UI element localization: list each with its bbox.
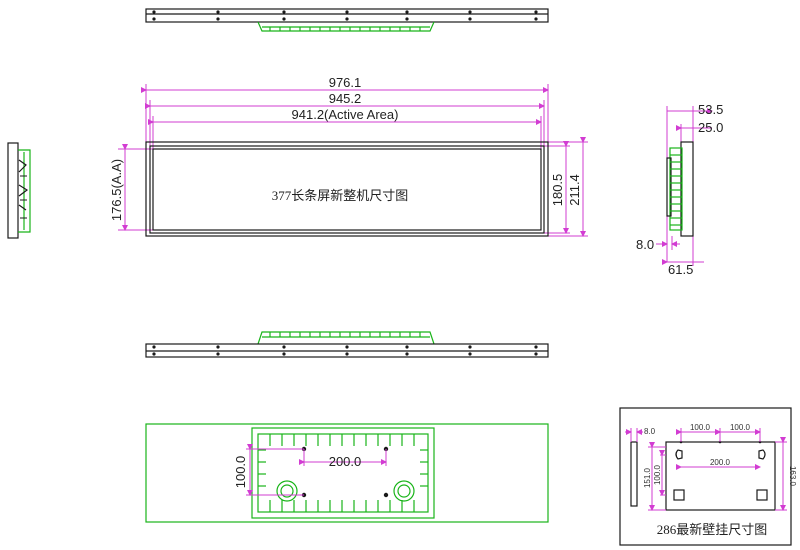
hole-spacing-h-label: 200.0 [329,454,362,469]
bezel-height-label: 180.5 [550,174,565,207]
depth-bottom-label: 61.5 [668,262,693,277]
bezel-width-label: 945.2 [329,91,362,106]
wall-mount-title: 286最新壁挂尺寸图 [657,522,768,537]
top-view [145,8,549,32]
mount-hole [383,492,389,498]
top-spacing-left-label: 100.0 [690,423,711,432]
bezel-thickness-label: 8.0 [636,237,654,252]
left-height-label: 151.0 [643,467,652,488]
right-side-view: 53.5 25.0 8.0 61.5 [636,102,723,277]
left-spacing-label: 100.0 [653,464,662,485]
speaker-left [276,480,298,502]
overall-width-label: 976.1 [329,75,362,90]
right-height-label: 163.0 [788,466,797,487]
body-depth-label: 25.0 [698,120,723,135]
left-side-view [7,142,31,239]
wall-thickness-label: 8.0 [644,427,656,436]
speaker-right [393,480,415,502]
top-spacing-right-label: 100.0 [730,423,751,432]
hole-spacing-v-label: 100.0 [233,456,248,489]
total-depth-label: 53.5 [698,102,723,117]
front-view-title: 377长条屏新整机尺寸图 [272,188,409,203]
rear-view: 200.0 100.0 [145,423,549,523]
overall-height-label: 211.4 [567,174,582,206]
active-height-label: 176.5(A.A) [109,159,124,221]
bottom-view [145,331,549,358]
wall-mount-inset: 8.0 100.0 100.0 200.0 15 [619,407,797,546]
front-view: 976.1 945.2 941.2(Active Area) 176.5(A.A… [109,75,588,237]
center-spacing-label: 200.0 [710,458,731,467]
active-width-label: 941.2(Active Area) [292,107,399,122]
